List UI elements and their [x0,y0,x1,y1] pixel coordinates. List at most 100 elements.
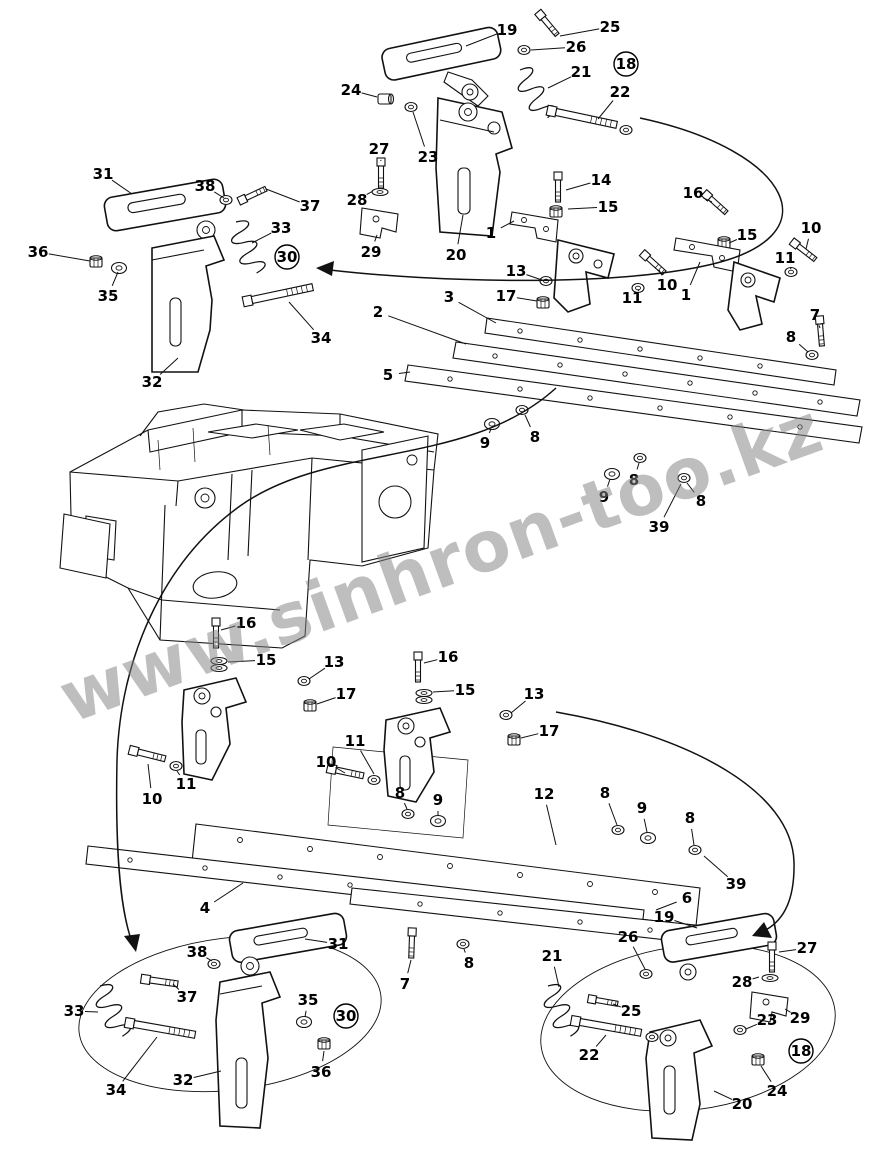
callout-1: 1 [681,261,701,304]
svg-text:17: 17 [336,685,357,703]
svg-text:30: 30 [277,248,298,266]
machine-body [59,403,439,649]
svg-text:8: 8 [786,328,796,346]
nut-17-mid-right [507,733,521,746]
callout-39: 39 [649,483,682,536]
bolt-34-b [123,1016,197,1041]
svg-text:19: 19 [654,908,675,926]
callout-34: 34 [288,301,331,347]
svg-text:1: 1 [681,286,691,304]
washer-15-mid-right [415,688,433,698]
callout-11: 11 [775,249,796,270]
svg-text:26: 26 [618,928,639,946]
svg-text:36: 36 [28,243,49,261]
washer-28-b [761,973,779,983]
hinge-bracket-32-b [215,956,282,1129]
svg-text:34: 34 [106,1081,127,1099]
mount-plate-31 [103,178,227,232]
svg-text:22: 22 [579,1046,600,1064]
svg-text:15: 15 [455,681,476,699]
blade-strip-5 [404,364,863,444]
svg-text:25: 25 [621,1002,642,1020]
callout-33: 33 [64,1002,99,1020]
svg-text:11: 11 [775,249,796,267]
svg-text:21: 21 [571,63,592,81]
nut-24-b [751,1053,765,1066]
svg-text:18: 18 [791,1042,812,1060]
clamp-29 [359,207,399,239]
bolt-37 [236,184,269,206]
svg-text:8: 8 [600,784,610,802]
callout-33: 33 [251,219,292,244]
svg-text:37: 37 [300,197,321,215]
svg-text:4: 4 [200,899,210,917]
svg-text:7: 7 [810,306,820,324]
callout-8: 8 [686,482,706,510]
bolt-7-bottom [406,927,417,959]
callout-13: 13 [510,685,544,714]
callout-17: 17 [520,722,559,740]
callout-26: 26 [530,38,587,56]
callout-24: 24 [341,81,378,99]
callout-10: 10 [801,219,821,250]
callout-18: 18 [613,51,639,77]
svg-text:28: 28 [347,191,368,209]
svg-text:16: 16 [236,614,257,632]
callout-8: 8 [685,809,695,846]
svg-text:33: 33 [271,219,292,237]
svg-text:8: 8 [464,954,474,972]
svg-text:37: 37 [177,988,198,1006]
callout-37: 37 [265,188,321,215]
callout-12: 12 [534,785,557,846]
washer-15-mid-left-2 [210,663,228,673]
callout-16: 16 [220,614,257,632]
svg-text:17: 17 [496,287,517,305]
callout-9: 9 [637,799,648,833]
callout-8: 8 [786,328,809,353]
spring-21-b [537,980,582,1042]
callout-20: 20 [713,1090,752,1113]
svg-text:20: 20 [446,246,467,264]
callout-36: 36 [311,1050,331,1081]
callout-7: 7 [400,959,412,993]
callout-32: 32 [142,357,179,391]
callout-28: 28 [347,190,374,209]
washer-26-b [639,968,653,980]
callout-10: 10 [316,753,346,774]
callout-34: 34 [106,1036,158,1099]
svg-text:5: 5 [383,366,393,384]
svg-text:29: 29 [790,1009,811,1027]
callout-16: 16 [423,648,458,666]
svg-text:28: 28 [732,973,753,991]
svg-text:21: 21 [542,947,563,965]
callout-13: 13 [506,262,543,281]
svg-text:26: 26 [566,38,587,56]
washer-23 [404,101,418,113]
callout-1: 1 [486,220,515,242]
bolt-34 [241,281,315,308]
mount-plate-19-b [660,912,778,963]
svg-text:39: 39 [649,518,670,536]
washer-28 [371,187,389,197]
washer-35 [110,261,128,275]
callout-30: 30 [333,1003,359,1029]
svg-text:35: 35 [98,287,119,305]
spring-33 [224,217,268,278]
washer-9-e [639,831,657,845]
bolt-10-mid [638,249,668,277]
hinge-bracket-mid-left [181,677,248,781]
callout-15: 15 [567,198,618,216]
washer-13-mid-right [499,709,513,721]
svg-text:30: 30 [336,1007,357,1025]
svg-text:27: 27 [797,939,818,957]
callout-25: 25 [612,1002,642,1020]
callout-22: 22 [597,83,630,120]
washer-8-f [688,844,702,856]
callout-9: 9 [480,428,492,452]
callout-29: 29 [784,1008,811,1027]
callout-9: 9 [433,791,443,815]
callout-14: 14 [565,171,611,191]
